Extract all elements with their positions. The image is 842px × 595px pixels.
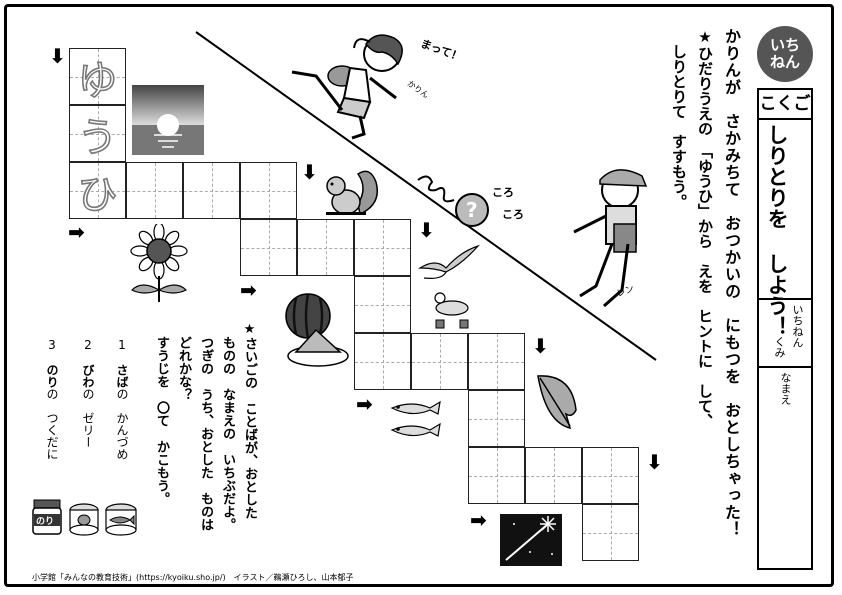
down-arrow-icon: ⬇: [418, 218, 435, 242]
right-arrow-icon: ➡: [470, 508, 487, 532]
question-line-4: どれかな？: [176, 336, 191, 401]
kana-yu: ゆ: [77, 57, 119, 105]
down-arrow-icon: ⬇: [301, 160, 318, 184]
subject-label: こくご: [759, 90, 811, 120]
question-line-2: ものの なまえの いちぶだよ。: [220, 336, 235, 531]
sunset-picture: [132, 85, 204, 155]
choice-number[interactable]: 3: [45, 338, 59, 352]
grid-cell[interactable]: [126, 162, 183, 219]
shooting-star-picture: [500, 514, 562, 566]
seagull-picture: [417, 244, 480, 329]
speech-korokoro-2: ころ: [502, 208, 524, 221]
grade-badge: いちねん: [757, 26, 813, 82]
kana-hi: ひ: [77, 171, 119, 219]
worksheet-frame: [4, 4, 834, 587]
choice-2[interactable]: 2 びわの ゼリー: [78, 338, 98, 448]
boy-ren-illustration: [573, 169, 648, 308]
name-label: なまえ: [779, 372, 792, 405]
grid-cell[interactable]: [468, 333, 525, 390]
nori-jar: のり: [32, 498, 62, 536]
down-arrow-icon: ⬇: [532, 334, 549, 358]
question-line-5: すうじを 〇て かこもう。: [154, 336, 169, 505]
question-line-3: つぎの うち、おとした ものは: [198, 336, 213, 531]
grid-cell[interactable]: [525, 447, 582, 504]
header-panel: こくご しりとりを しよう！ いちねん くみ なまえ: [757, 88, 813, 570]
story-line-2: ★ひだりうえの 「ゆうひ」から えを ヒントに して、: [696, 28, 714, 429]
choice-number[interactable]: 1: [115, 338, 129, 352]
kana-u: う: [77, 114, 119, 162]
choice-rest: の つくだに: [45, 388, 59, 460]
biwa-jelly-can: [69, 503, 99, 536]
grid-cell[interactable]: [354, 219, 411, 276]
rolling-item-illustration: ?: [417, 175, 489, 227]
choice-bold: びわ: [81, 364, 95, 388]
choice-1[interactable]: 1 さばの かんづめ: [112, 338, 132, 460]
choice-3[interactable]: 3 のりの つくだに: [42, 338, 62, 460]
choice-rest: の ゼリー: [81, 388, 95, 448]
girl-karin-illustration: [291, 34, 403, 140]
grid-cell[interactable]: [240, 162, 297, 219]
right-arrow-icon: ➡: [68, 220, 85, 244]
story-line-1: かりんが さかみちて おつかいの にもつを おとしちゃった！: [722, 28, 741, 538]
leaf-picture: [537, 375, 577, 430]
grid-cell[interactable]: [69, 48, 126, 105]
grid-cell[interactable]: [354, 333, 411, 390]
choice-bold: のり: [45, 364, 59, 388]
choice-bold: さば: [115, 364, 129, 388]
question-line-1: ★さいごの ことばが、おとした: [242, 322, 257, 519]
grid-cell[interactable]: [183, 162, 240, 219]
squirrel-picture: [326, 170, 378, 216]
watermelon-picture: [285, 293, 349, 367]
medaka-fish-picture: [390, 400, 441, 437]
grid-cell[interactable]: [69, 105, 126, 162]
speech-korokoro-1: ころ: [492, 186, 514, 199]
grid-cell[interactable]: [582, 447, 639, 504]
down-arrow-icon: ⬇: [49, 44, 66, 68]
grid-cell[interactable]: [69, 162, 126, 219]
grid-cell[interactable]: [297, 219, 354, 276]
choice-rest: の かんづめ: [115, 388, 129, 460]
grid-cell[interactable]: [354, 276, 411, 333]
choice-number[interactable]: 2: [81, 338, 95, 352]
grid-cell[interactable]: [468, 390, 525, 447]
story-line-3: しりとりて すすもう。: [670, 44, 688, 209]
class-label: いちねん: [791, 304, 804, 348]
right-arrow-icon: ➡: [356, 392, 373, 416]
svg-text:?: ?: [466, 198, 478, 222]
grade-badge-text: いちねん: [769, 36, 800, 71]
sunflower-picture: [130, 224, 188, 302]
kumi-label: くみ: [773, 336, 786, 358]
grid-cell[interactable]: [582, 504, 639, 561]
grid-cell[interactable]: [411, 333, 468, 390]
first-word-column: ゆ う ひ: [69, 48, 126, 219]
saba-can: [105, 503, 137, 536]
down-arrow-icon: ⬇: [646, 450, 663, 474]
right-arrow-icon: ➡: [240, 278, 257, 302]
page-title: しりとりを しよう！: [765, 124, 789, 337]
footer-credit: 小学館「みんなの教育技術」(https://kyoiku.sho.jp/) イラ…: [32, 573, 354, 582]
nori-jar-label: のり: [36, 517, 55, 527]
grid-cell[interactable]: [468, 447, 525, 504]
grid-cell[interactable]: [240, 219, 297, 276]
